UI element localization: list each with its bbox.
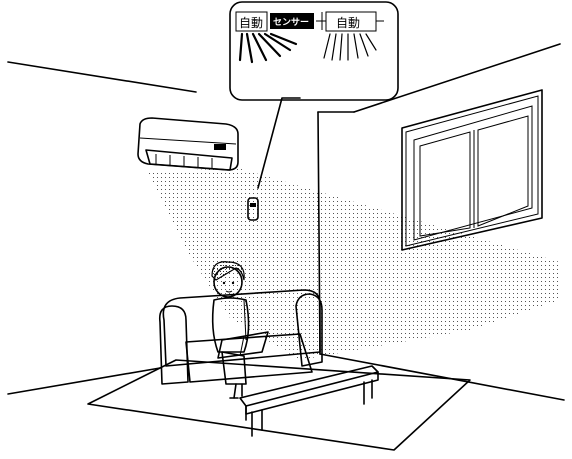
mode-callout: 自動 センサー 自動 — [230, 2, 398, 100]
callout-pointer — [258, 98, 300, 188]
airflow-area — [148, 168, 560, 360]
airflow-direction-right-icon — [324, 34, 376, 60]
sensor-badge: センサー — [273, 17, 309, 28]
mode-left-label: 自動 — [239, 16, 263, 30]
airflow-direction-left-icon — [240, 34, 296, 62]
mode-right-label: 自動 — [336, 16, 360, 30]
air-conditioner — [138, 118, 238, 170]
